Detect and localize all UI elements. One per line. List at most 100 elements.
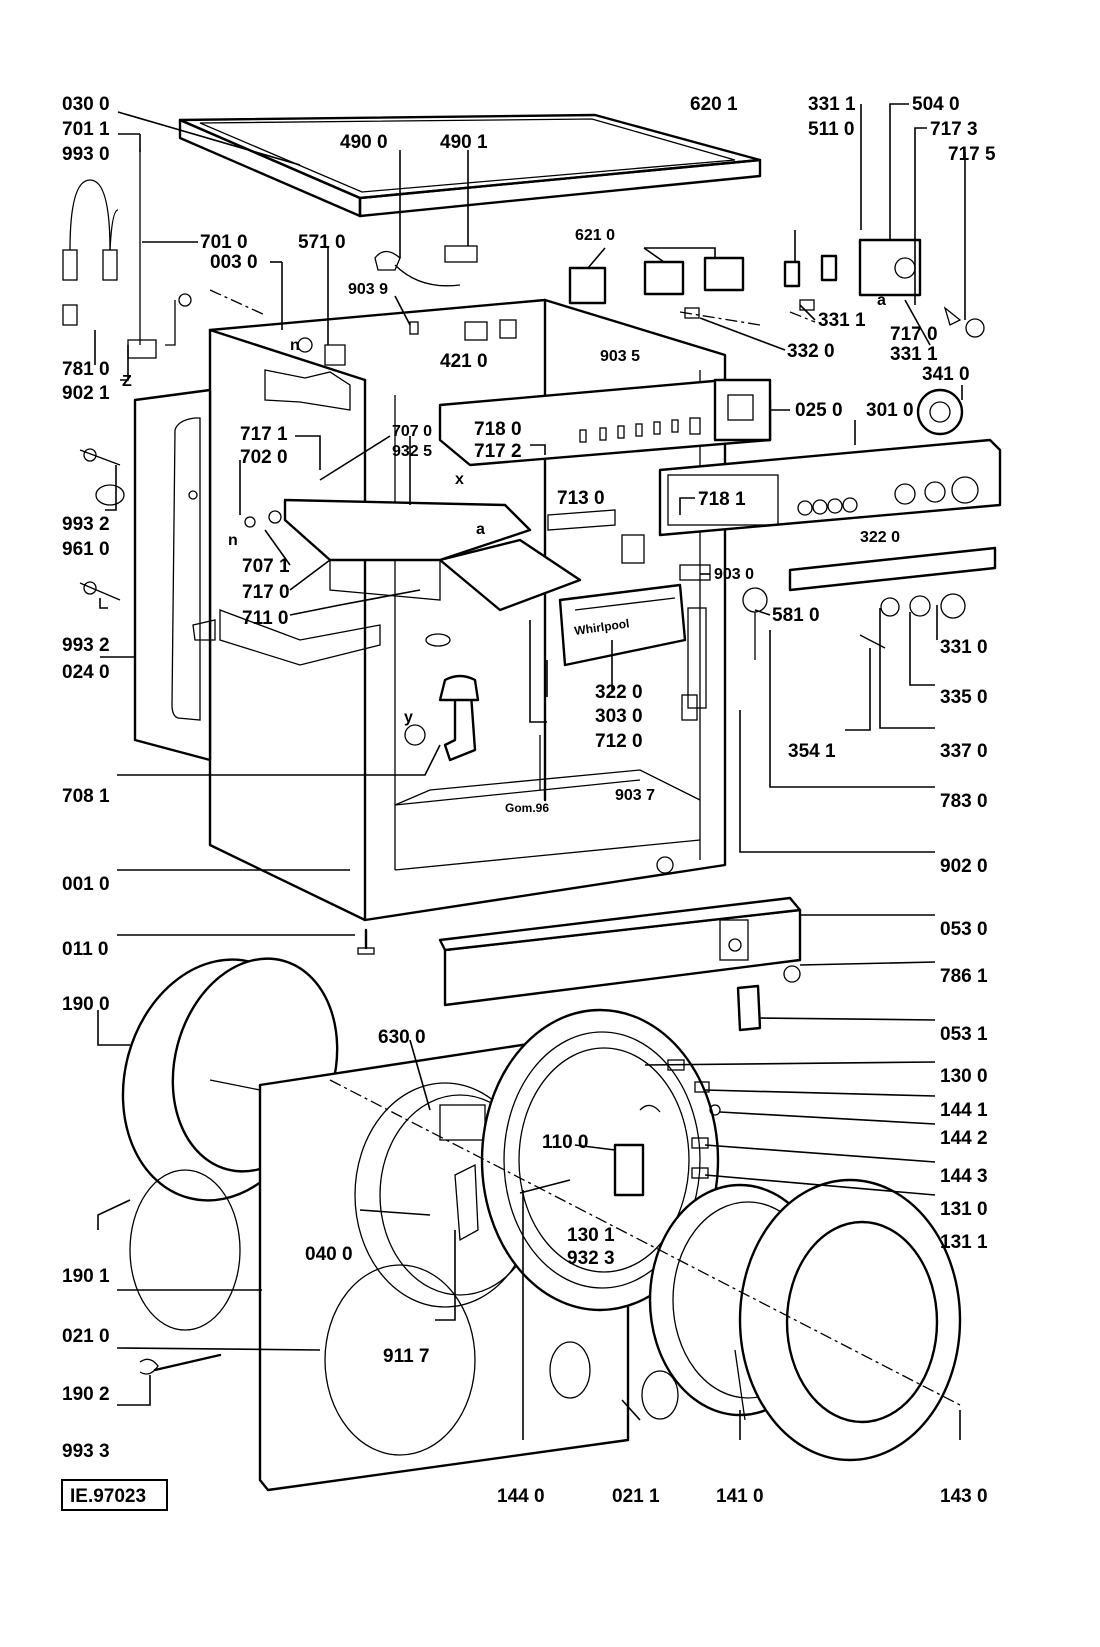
label-354-1: 354 1 xyxy=(788,741,836,762)
label-z: Z xyxy=(122,373,132,390)
label-131-0: 131 0 xyxy=(940,1199,988,1220)
label-504-0: 504 0 xyxy=(912,94,960,115)
fascia-panel xyxy=(658,438,1002,537)
label-717-0-mid: 717 0 xyxy=(242,582,290,603)
label-717-5: 717 5 xyxy=(948,144,996,165)
label-040-0: 040 0 xyxy=(305,1244,353,1265)
label-713-0: 713 0 xyxy=(557,488,605,509)
adjustable-foot xyxy=(357,928,375,955)
label-707-1: 707 1 xyxy=(242,556,290,577)
label-011-0: 011 0 xyxy=(62,939,109,960)
right-small-parts xyxy=(547,509,966,721)
label-571-0: 571 0 xyxy=(298,232,346,253)
label-903-5: 903 5 xyxy=(600,348,640,365)
control-panel-frame xyxy=(438,378,772,467)
plinth xyxy=(438,896,802,1032)
label-993-0: 993 0 xyxy=(62,144,110,165)
label-131-1: 131 1 xyxy=(940,1232,988,1253)
label-341-0: 341 0 xyxy=(922,364,970,385)
label-783-0: 783 0 xyxy=(940,791,988,812)
label-993-2-low: 993 2 xyxy=(62,635,110,656)
label-337-0: 337 0 xyxy=(940,741,988,762)
axis-lines xyxy=(209,289,961,1406)
door-glass xyxy=(648,1178,962,1462)
label-301-0: 301 0 xyxy=(866,400,914,421)
label-786-1: 786 1 xyxy=(940,966,988,987)
label-961-0: 961 0 xyxy=(62,539,110,560)
label-303-0: 303 0 xyxy=(595,706,643,727)
inlet-hose xyxy=(404,633,480,762)
reference-box xyxy=(61,1479,168,1511)
label-003-0: 003 0 xyxy=(210,252,258,273)
label-421-0: 421 0 xyxy=(440,351,488,372)
label-708-1: 708 1 xyxy=(62,786,110,807)
label-053-0: 053 0 xyxy=(940,919,988,940)
label-130-0: 130 0 xyxy=(940,1066,988,1087)
control-components xyxy=(297,238,985,436)
label-490-1: 490 1 xyxy=(440,132,488,153)
label-331-0: 331 0 xyxy=(940,637,988,658)
label-711-0: 711 0 xyxy=(242,608,289,629)
label-781-0: 781 0 xyxy=(62,359,110,380)
label-993-3: 993 3 xyxy=(62,1441,110,1462)
spanner-tool xyxy=(139,1353,222,1375)
label-718-0: 718 0 xyxy=(474,419,522,440)
left-hardware xyxy=(79,448,282,601)
label-707-0: 707 0 xyxy=(392,423,432,440)
label-701-1: 701 1 xyxy=(62,119,110,140)
label-190-2: 190 2 xyxy=(62,1384,110,1405)
label-903-7: 903 7 xyxy=(615,787,655,804)
label-902-1: 902 1 xyxy=(62,383,110,404)
label-701-0: 701 0 xyxy=(200,232,248,253)
label-718-1: 718 1 xyxy=(698,489,746,510)
label-n-mid: n xyxy=(228,532,238,549)
label-490-0: 490 0 xyxy=(340,132,388,153)
label-gom96: Gom.96 xyxy=(505,801,549,815)
label-144-1: 144 1 xyxy=(940,1100,988,1121)
label-993-2-top: 993 2 xyxy=(62,514,110,535)
part-labels: 030 0 701 1 993 0 701 0 003 0 571 0 490 … xyxy=(61,94,996,1511)
label-021-0: 021 0 xyxy=(62,1326,110,1347)
label-511-0: 511 0 xyxy=(808,119,855,140)
label-621-0: 621 0 xyxy=(575,227,615,244)
label-130-1: 130 1 xyxy=(567,1225,615,1246)
label-335-0: 335 0 xyxy=(940,687,988,708)
label-322-0-drawer: 322 0 xyxy=(595,682,643,703)
label-331-1-top: 331 1 xyxy=(808,94,856,115)
label-144-3: 144 3 xyxy=(940,1166,988,1187)
label-110-0: 110 0 xyxy=(542,1132,589,1153)
label-620-1: 620 1 xyxy=(690,94,738,115)
label-001-0: 001 0 xyxy=(62,874,110,895)
fascia-strip xyxy=(788,546,997,592)
label-902-0: 902 0 xyxy=(940,856,988,877)
label-331-1-low: 331 1 xyxy=(890,344,938,365)
label-903-9: 903 9 xyxy=(348,281,388,298)
label-y: y xyxy=(404,709,413,726)
label-332-0: 332 0 xyxy=(787,341,835,362)
label-717-3: 717 3 xyxy=(930,119,978,140)
label-717-2: 717 2 xyxy=(474,441,522,462)
label-717-1: 717 1 xyxy=(240,424,288,445)
label-024-0: 024 0 xyxy=(62,662,110,683)
reference-code: IE.97023 xyxy=(70,1486,146,1507)
label-053-1: 053 1 xyxy=(940,1024,988,1045)
label-630-0: 630 0 xyxy=(378,1027,426,1048)
label-a-mid: a xyxy=(476,521,485,538)
label-n-top: n xyxy=(290,337,300,354)
leader-lines xyxy=(94,103,966,1440)
label-144-2: 144 2 xyxy=(940,1128,988,1149)
label-190-0: 190 0 xyxy=(62,994,110,1015)
suspension-springs xyxy=(62,150,192,359)
detergent-dispenser: Whirlpool xyxy=(283,498,687,667)
label-581-0: 581 0 xyxy=(772,605,820,626)
label-143-0: 143 0 xyxy=(940,1486,988,1507)
label-702-0: 702 0 xyxy=(240,447,288,468)
label-911-7: 911 7 xyxy=(383,1346,430,1367)
label-025-0: 025 0 xyxy=(795,400,843,421)
label-717-0-top: 717 0 xyxy=(890,324,938,345)
label-190-1: 190 1 xyxy=(62,1266,110,1287)
label-144-0: 144 0 xyxy=(497,1486,545,1507)
label-322-0-strip: 322 0 xyxy=(860,529,900,546)
label-932-3: 932 3 xyxy=(567,1248,615,1269)
